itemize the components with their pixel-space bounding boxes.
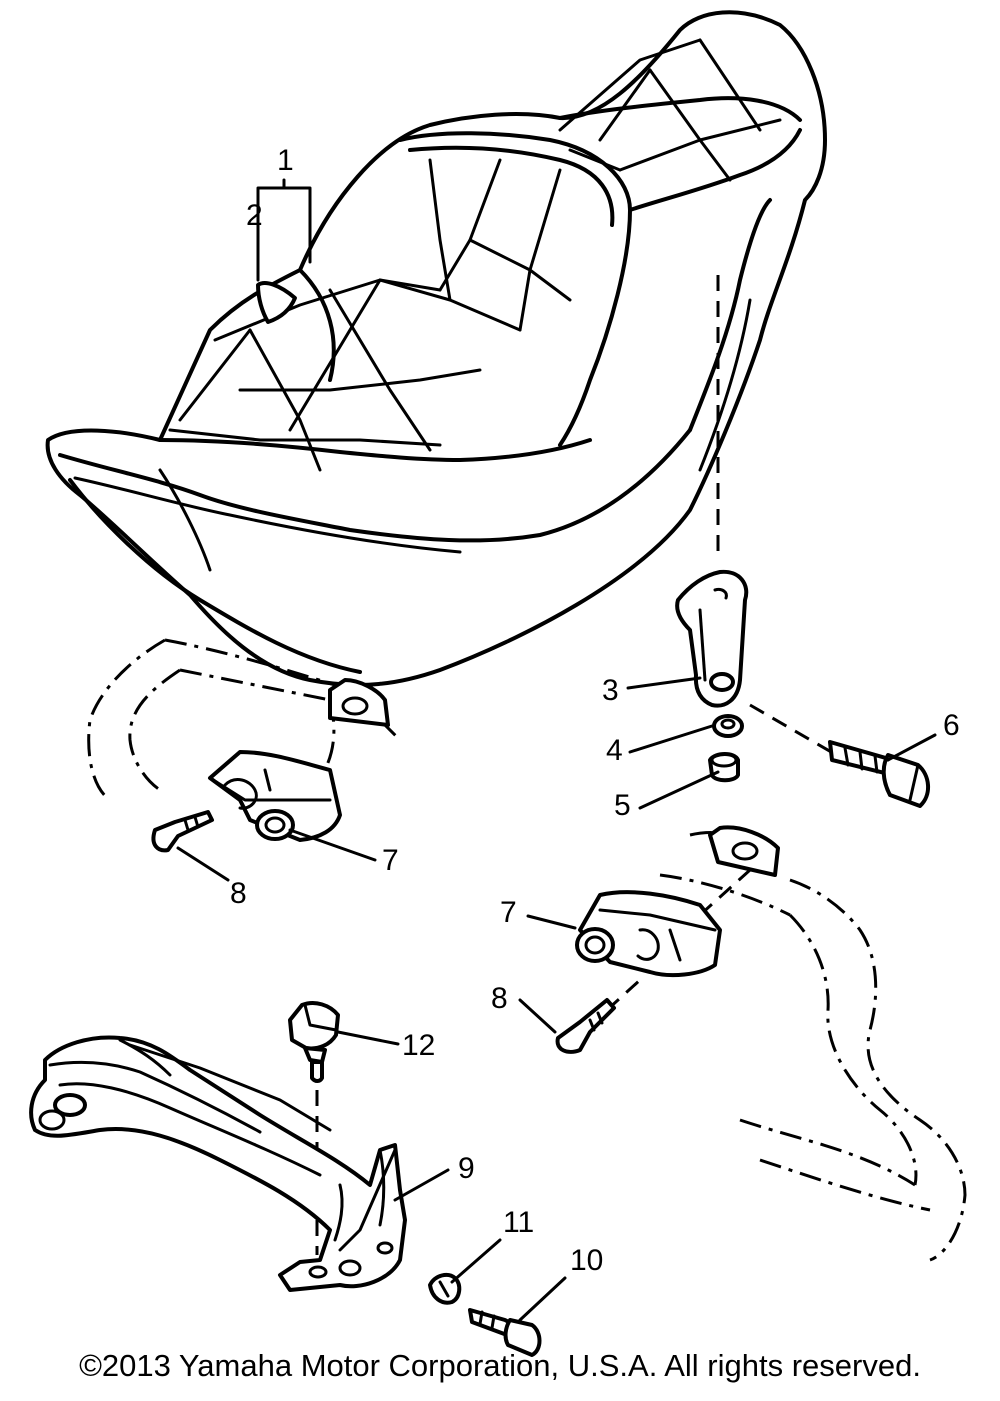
seat-assembly (45, 10, 827, 687)
callout-6: 6 (943, 709, 960, 742)
callout-1: 1 (277, 144, 294, 177)
callout-12: 12 (402, 1029, 435, 1062)
callout-numbers: 1 2 3 4 5 6 7 8 7 8 12 9 11 10 (230, 144, 960, 1277)
seat-lock-right (575, 868, 752, 978)
seat-switch (288, 1001, 340, 1255)
copyright-notice: ©2013 Yamaha Motor Corporation, U.S.A. A… (79, 1348, 921, 1383)
callout-10: 10 (570, 1244, 603, 1277)
callout-8-right: 8 (491, 982, 508, 1015)
callout-8-left: 8 (230, 877, 247, 910)
callout-7-right: 7 (500, 896, 517, 929)
screw-right (555, 978, 642, 1054)
collar (708, 752, 740, 783)
bracket-bolt (749, 703, 930, 808)
seat-lock-left (208, 750, 342, 842)
washer (712, 714, 744, 738)
callout-7-left: 7 (382, 844, 399, 877)
callout-3: 3 (602, 674, 619, 707)
right-frame-rail (659, 825, 967, 1262)
callout-9: 9 (458, 1152, 475, 1185)
seat-bracket-tray (29, 1035, 407, 1292)
callout-5: 5 (614, 789, 631, 822)
left-frame-rail (87, 638, 402, 802)
callout-2: 2 (246, 199, 263, 232)
callout-11: 11 (503, 1206, 534, 1239)
screw-left (151, 810, 214, 853)
callout-4: 4 (606, 734, 623, 767)
tray-bolt (468, 1308, 542, 1357)
leader-lines (176, 178, 937, 1322)
seat-bracket (675, 275, 749, 708)
